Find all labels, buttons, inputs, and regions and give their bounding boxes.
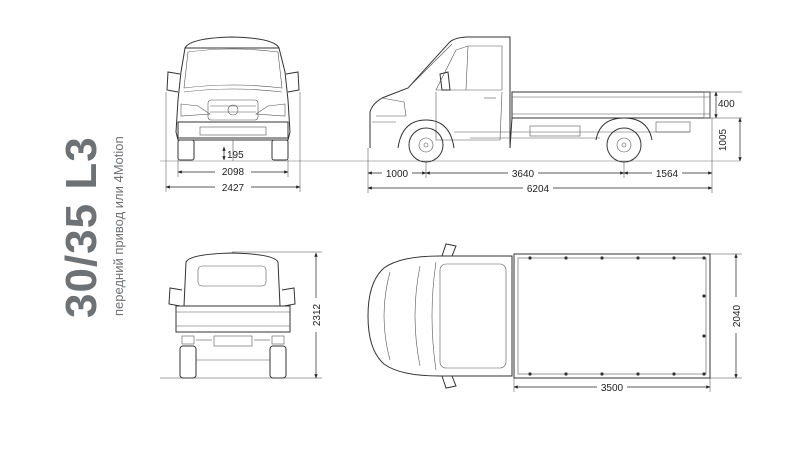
top-view <box>367 243 711 389</box>
dim-platform-height: 1005 <box>718 128 729 151</box>
dim-front-width: 2427 <box>222 183 245 194</box>
front-view <box>166 36 300 161</box>
dim-rear-overhang: 1564 <box>656 169 679 180</box>
dim-front-track: 2098 <box>222 167 245 178</box>
dim-side-height: 400 <box>718 99 735 110</box>
dim-ground-clearance: 195 <box>227 150 244 161</box>
rear-view <box>168 252 296 379</box>
dim-platform-length: 3500 <box>601 383 624 394</box>
platform-stake-points <box>528 256 706 376</box>
dim-overall-height: 2312 <box>312 303 323 326</box>
top-view-dimensions: 2040 3500 <box>513 253 743 394</box>
dim-overall-length: 6204 <box>527 184 550 195</box>
side-view <box>369 36 711 163</box>
dim-wheelbase: 3640 <box>512 169 535 180</box>
side-view-dimensions: 1000 3640 1564 6204 400 1005 <box>367 91 742 195</box>
dim-front-overhang: 1000 <box>386 169 409 180</box>
dim-platform-width: 2040 <box>732 304 743 327</box>
front-view-dimensions: 195 2098 2427 <box>165 92 301 194</box>
rear-view-dimensions: 2312 <box>160 251 323 379</box>
